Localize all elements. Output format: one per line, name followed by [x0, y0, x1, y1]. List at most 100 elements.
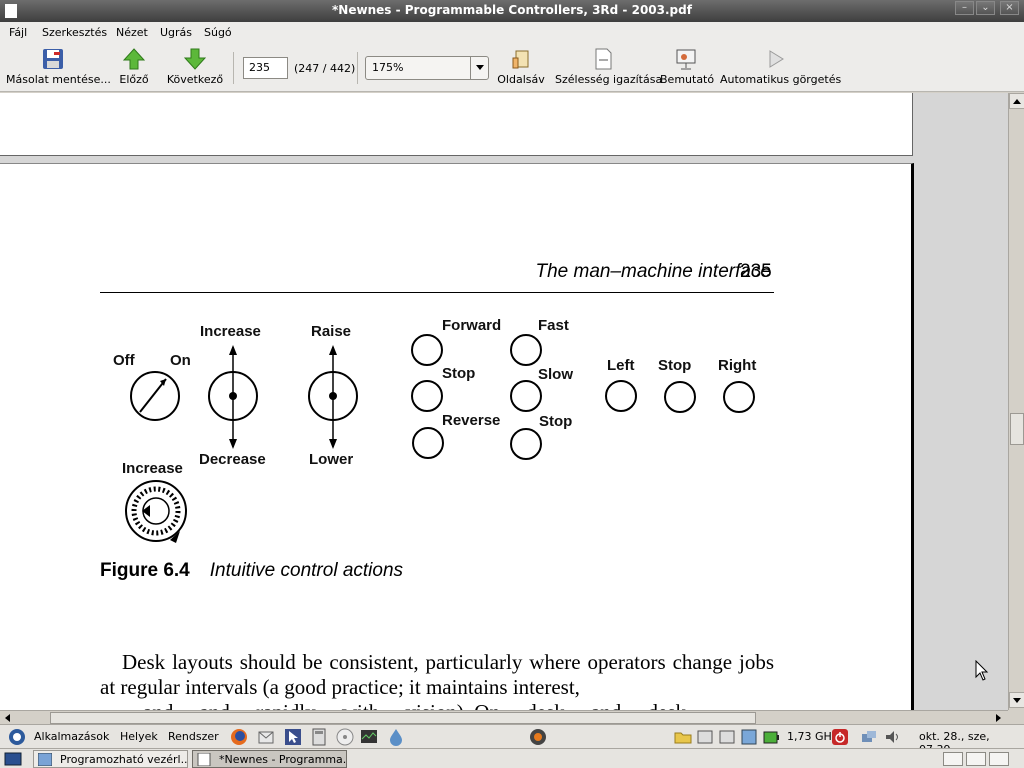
running-head: The man–machine interface [535, 261, 771, 282]
title-bar: *Newnes - Programmable Controllers, 3Rd … [0, 0, 1024, 22]
figure-drawing [125, 334, 755, 543]
menu-edit[interactable]: Szerkesztés [42, 26, 108, 39]
close-button[interactable]: × [1000, 1, 1019, 15]
drive-icon[interactable] [718, 728, 736, 746]
menu-file[interactable]: Fájl [9, 26, 28, 39]
presentation-label: Bemutató [660, 73, 715, 86]
task-button[interactable]: Programozható vezérl... [33, 750, 188, 768]
zoom-value: 175% [372, 61, 404, 74]
page-number-input[interactable]: 235 [243, 57, 288, 79]
fit-width-label: Szélesség igazítása [555, 73, 663, 86]
water-drop-icon[interactable] [387, 728, 405, 746]
applications-menu[interactable]: Alkalmazások [34, 730, 110, 743]
off-on-dial [130, 371, 180, 421]
page-width-icon [595, 48, 612, 70]
triangle-right-icon[interactable] [992, 712, 1004, 724]
mail-icon[interactable] [257, 728, 275, 746]
previous-label: Előző [119, 73, 149, 86]
save-icon [43, 49, 63, 69]
save-copy-label: Másolat mentése... [6, 73, 111, 86]
body-paragraph: Desk layouts should be consistent, parti… [100, 650, 774, 710]
window-menu-icon[interactable] [5, 4, 17, 18]
figure-label: Increase [200, 323, 261, 340]
minimize-button[interactable]: – [955, 1, 974, 15]
pointer-tool-icon[interactable] [284, 728, 302, 746]
window-list-panel: Programozható vezérl... *Newnes - Progra… [0, 748, 1024, 768]
figure-label: Right [718, 357, 757, 374]
drive-icon[interactable] [696, 728, 714, 746]
document-viewport[interactable]: The man–machine interface 235 [0, 93, 1008, 710]
network-icon[interactable] [740, 728, 758, 746]
page-number: 235 [740, 261, 772, 282]
battery-icon[interactable] [762, 728, 780, 746]
horizontal-scrollbar[interactable] [0, 710, 1008, 724]
presentation-icon [676, 49, 696, 70]
vertical-scrollbar[interactable] [1008, 93, 1024, 710]
figure-label: Decrease [199, 451, 266, 468]
cd-icon[interactable] [336, 728, 354, 746]
workspace-3[interactable] [989, 752, 1009, 766]
vertical-scroll-thumb[interactable] [1010, 413, 1024, 445]
figure-label: Slow [538, 366, 574, 383]
menu-bar: Fájl Szerkesztés Nézet Ugrás Súgó [0, 22, 1024, 44]
next-label: Következő [166, 73, 224, 86]
power-icon[interactable] [831, 728, 849, 746]
workspace-2[interactable] [966, 752, 986, 766]
menu-go[interactable]: Ugrás [160, 26, 193, 39]
maximize-button[interactable]: ⌄ [976, 1, 995, 15]
figure-label: Stop [539, 413, 573, 430]
play-icon [769, 50, 784, 68]
figure-label: Off [113, 352, 135, 369]
figure-title: Intuitive control actions [209, 560, 404, 581]
update-notifier-icon[interactable] [529, 728, 547, 746]
page-count: (247 / 442) [294, 62, 356, 75]
window-icon [38, 753, 52, 766]
chevron-down-icon [470, 57, 488, 79]
horizontal-scroll-thumb[interactable] [50, 712, 756, 724]
figure-label: Stop [442, 365, 476, 382]
cpu-frequency: 1,73 GHz [787, 730, 838, 743]
places-menu[interactable]: Helyek [120, 730, 158, 743]
system-monitor-icon[interactable] [360, 728, 378, 746]
scroll-corner [1008, 710, 1024, 724]
increase-decrease-knob [208, 345, 258, 449]
push-button-group [411, 334, 755, 460]
network-status-icon[interactable] [860, 728, 878, 746]
scroll-up-button[interactable] [1009, 93, 1024, 109]
workspace-1[interactable] [943, 752, 963, 766]
figure-label: Stop [658, 357, 692, 374]
task-label: *Newnes - Programma... [219, 753, 347, 766]
figure-label: Increase [122, 460, 183, 477]
volume-icon[interactable] [884, 728, 902, 746]
folder-icon[interactable] [674, 728, 692, 746]
figure-label: On [170, 352, 191, 369]
arrow-up-icon [123, 48, 145, 70]
system-menu[interactable]: Rendszer [168, 730, 219, 743]
task-button-active[interactable]: *Newnes - Programma... [192, 750, 347, 768]
applications-menu-icon[interactable] [8, 728, 26, 746]
current-page: The man–machine interface 235 [0, 163, 914, 710]
document-icon [197, 753, 211, 766]
firefox-icon[interactable] [230, 728, 248, 746]
body-text-line: Desk layouts should be consistent, parti… [100, 650, 774, 699]
zoom-select[interactable]: 175% [365, 56, 489, 80]
previous-page [0, 93, 913, 156]
triangle-left-icon[interactable] [2, 712, 14, 724]
toolbar: Másolat mentése... Előző Következő 235 (… [0, 44, 1024, 92]
menu-help[interactable]: Súgó [204, 26, 232, 39]
show-desktop-icon[interactable] [4, 752, 22, 766]
calculator-icon[interactable] [310, 728, 328, 746]
task-label: Programozható vezérl... [60, 753, 188, 766]
autoscroll-label: Automatikus görgetés [720, 73, 842, 86]
header-rule [100, 292, 774, 293]
mouse-pointer-icon [975, 660, 989, 681]
sidebar-hand-icon [512, 50, 529, 69]
menu-view[interactable]: Nézet [116, 26, 148, 39]
rotary-increase-knob [125, 480, 187, 543]
window-title: *Newnes - Programmable Controllers, 3Rd … [332, 3, 692, 17]
gnome-panel: Alkalmazások Helyek Rendszer 1,73 GHz [0, 724, 1024, 756]
figure-label: Forward [442, 317, 502, 334]
raise-lower-knob [308, 345, 358, 449]
scroll-down-button[interactable] [1009, 692, 1024, 708]
